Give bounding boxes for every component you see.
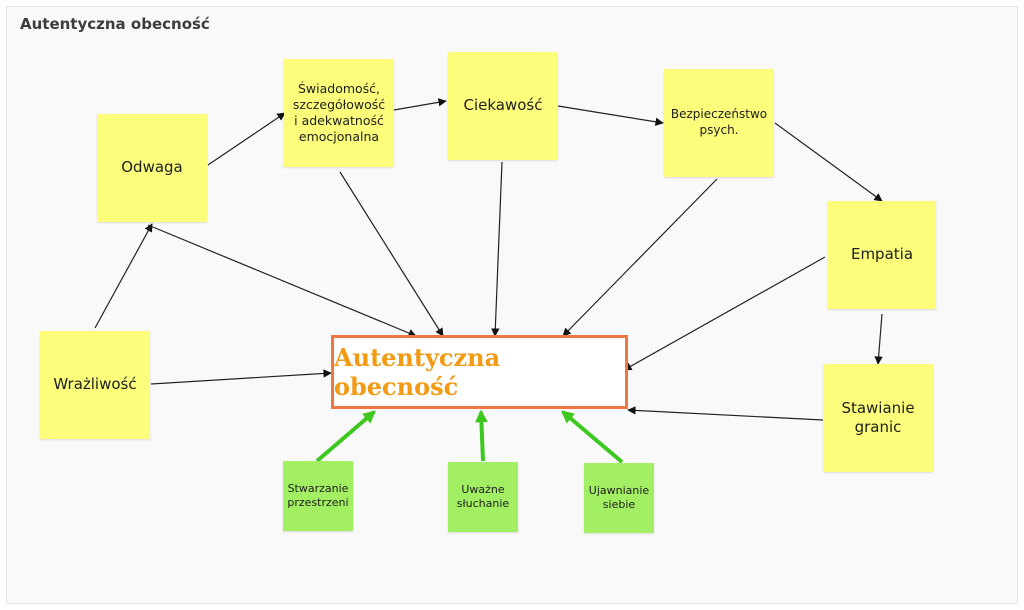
arrow-ciekawosc-center xyxy=(491,161,503,337)
arrow-bezpieczenstwo-center xyxy=(562,178,718,337)
center-node[interactable]: Autentyczna obecność xyxy=(331,335,628,409)
arrow-odwaga-swiadomosc xyxy=(207,112,286,166)
arrow-wrazliwosc-odwaga xyxy=(94,223,153,329)
arrow-odwaga-center xyxy=(147,224,417,337)
center-label: Autentyczna obecność xyxy=(334,343,501,401)
note-wrazliwosc[interactable]: Wrażliwość xyxy=(40,331,150,439)
arrow-stawianie-center xyxy=(627,406,824,421)
note-ujawnianie[interactable]: Ujawnianie siebie xyxy=(584,463,654,533)
arrow-ciekawosc-bezpieczenstwo xyxy=(557,105,664,126)
note-swiadomosc[interactable]: Świadomość, szczegółowość i adekwatność … xyxy=(284,59,394,167)
arrow-empatia-stawianie xyxy=(874,313,883,365)
arrow-empatia-center xyxy=(623,256,826,371)
note-empatia[interactable]: Empatia xyxy=(828,201,936,309)
arrow-swiadomosc-ciekawosc xyxy=(393,98,447,111)
arrow-ujawnianie-center xyxy=(561,410,624,464)
note-odwaga[interactable]: Odwaga xyxy=(97,114,207,222)
note-stwarzanie[interactable]: Stwarzanie przestrzeni xyxy=(283,461,353,531)
arrow-uwazne-center xyxy=(475,409,488,462)
arrow-swiadomosc-center xyxy=(339,171,444,337)
note-uwazne[interactable]: Uważne słuchanie xyxy=(448,462,518,532)
arrow-wrazliwosc-center xyxy=(150,369,332,385)
note-bezpieczenstwo[interactable]: Bezpieczeństwo psych. xyxy=(664,69,774,177)
arrow-stwarzanie-center xyxy=(315,410,376,463)
arrow-bezpieczenstwo-empatia xyxy=(774,122,883,202)
board-title: Autentyczna obecność xyxy=(20,15,210,33)
note-ciekawosc[interactable]: Ciekawość xyxy=(448,52,558,160)
note-stawianie[interactable]: Stawianie granic xyxy=(823,364,933,472)
